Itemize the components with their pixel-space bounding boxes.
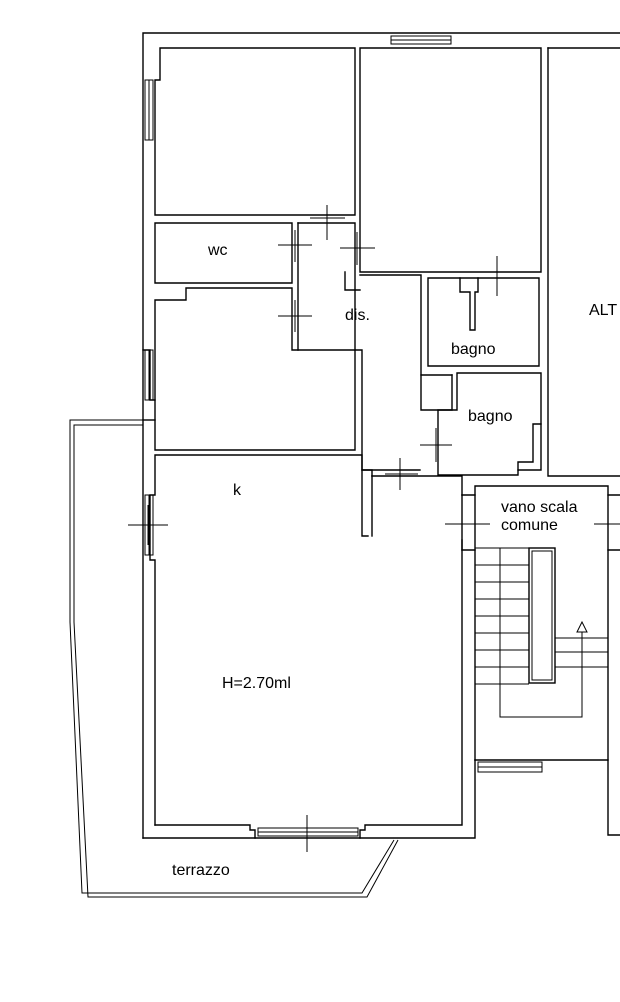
label-bagno-upper: bagno xyxy=(451,341,496,358)
label-alt: ALT xyxy=(589,302,617,319)
terrace xyxy=(69,419,399,898)
label-height: H=2.70ml xyxy=(222,675,291,692)
interior-walls xyxy=(142,47,620,839)
outer-walls xyxy=(142,32,620,839)
label-stair-line1: vano scala xyxy=(501,499,578,516)
label-kitchen: k xyxy=(233,482,242,499)
label-terrace: terrazzo xyxy=(172,862,230,879)
label-wc: wc xyxy=(207,242,228,259)
stairwell xyxy=(461,485,620,761)
stair-core xyxy=(528,547,556,684)
windows xyxy=(144,35,543,837)
stair-arrow-icon xyxy=(576,620,588,633)
door-markers xyxy=(128,205,620,852)
label-dis: dis. xyxy=(345,307,370,324)
label-bagno-lower: bagno xyxy=(468,408,513,425)
room-labels: wc dis. bagno bagno k H=2.70ml ALT vano … xyxy=(172,242,617,879)
label-stair-line2: comune xyxy=(501,517,558,534)
